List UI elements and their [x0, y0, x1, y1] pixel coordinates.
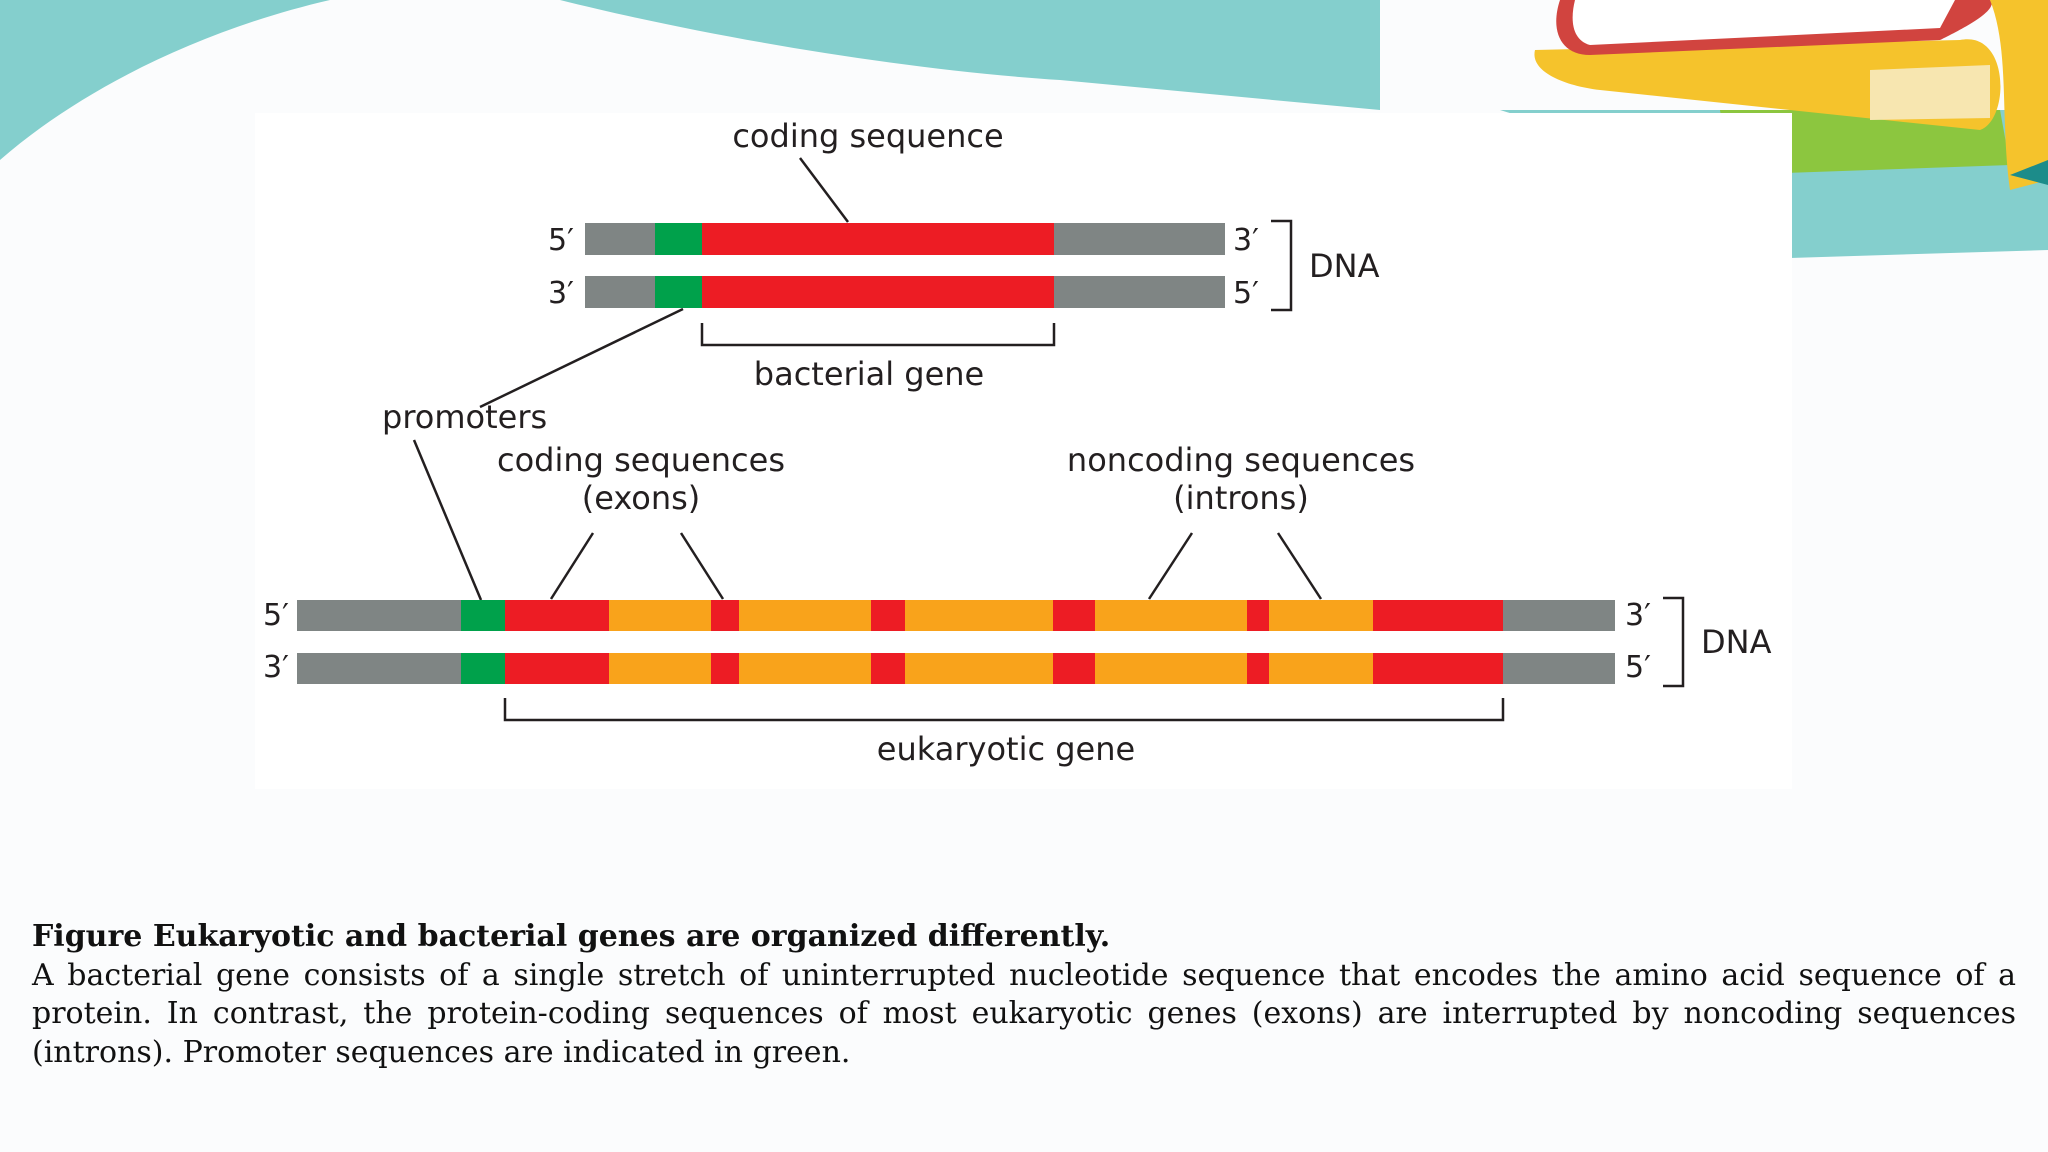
strand-segment: [585, 276, 655, 308]
coding-segment: [711, 600, 739, 631]
figure-caption: Figure Eukaryotic and bacterial genes ar…: [32, 918, 2016, 1072]
bacterial-dna-strand-bottom: [585, 276, 1225, 308]
bacterial-5prime-top: 5′: [548, 223, 574, 258]
intron-segment: [1269, 653, 1373, 684]
eukaryotic-5prime-top: 5′: [263, 598, 289, 633]
eukaryotic-dna-label: DNA: [1701, 623, 1772, 661]
exons-label-line2: (exons): [582, 479, 701, 517]
coding-segment: [871, 653, 905, 684]
coding-segment: [1247, 653, 1269, 684]
promoter-leader-to-eukaryotic: [412, 439, 483, 601]
coding-segment: [1053, 653, 1095, 684]
strand-segment: [297, 653, 461, 684]
caption-title: Figure Eukaryotic and bacterial genes ar…: [32, 919, 1111, 954]
intron-segment: [905, 653, 1053, 684]
coding-sequence-leader-line: [799, 157, 849, 223]
strand-segment: [1054, 276, 1225, 308]
coding-segment: [1373, 653, 1503, 684]
bacterial-5prime-bottom-right: 5′: [1233, 276, 1259, 311]
intron-segment: [739, 600, 871, 631]
diagram-canvas: coding sequence 5′ 3′ 3′ 5′ DNA bacteria…: [263, 117, 1772, 768]
bacterial-3prime-top-right: 3′: [1233, 223, 1259, 258]
eukaryotic-gene-bracket: [503, 698, 1505, 722]
introns-label-line2: (introns): [1173, 479, 1309, 517]
intron-leader-1: [1147, 532, 1194, 600]
introns-label-line1: noncoding sequences: [1067, 441, 1415, 479]
gene-organization-diagram: coding sequence 5′ 3′ 3′ 5′ DNA bacteria…: [255, 113, 1792, 789]
eukaryotic-dna-strand-top: [297, 600, 1615, 631]
intron-segment: [1269, 600, 1373, 631]
coding-segment: [1247, 600, 1269, 631]
teal-wave-left: [0, 0, 330, 160]
intron-segment: [1095, 600, 1247, 631]
promoter-leader-to-bacterial: [479, 307, 684, 409]
bacterial-dna-bracket: [1271, 219, 1293, 312]
promoters-label: promoters: [382, 398, 547, 436]
coding-segment: [1373, 600, 1503, 631]
bacterial-3prime-bottom-left: 3′: [548, 276, 574, 311]
intron-segment: [609, 600, 711, 631]
eukaryotic-5prime-bottom-right: 5′: [1625, 650, 1651, 685]
promoter-segment: [655, 276, 702, 308]
coding-segment: [702, 276, 1054, 308]
strand-segment: [1503, 653, 1615, 684]
eukaryotic-dna-strand-bottom: [297, 653, 1615, 684]
book-stack-icon: [1534, 0, 2048, 190]
eukaryotic-dna-bracket: [1663, 596, 1685, 688]
intron-segment: [739, 653, 871, 684]
coding-segment: [505, 600, 609, 631]
strand-segment: [1054, 223, 1225, 255]
coding-segment: [711, 653, 739, 684]
exon-leader-2: [679, 532, 725, 600]
intron-segment: [905, 600, 1053, 631]
strand-segment: [1503, 600, 1615, 631]
eukaryotic-gene-label: eukaryotic gene: [877, 730, 1135, 768]
coding-segment: [702, 223, 1054, 255]
bacterial-dna-label: DNA: [1309, 247, 1380, 285]
promoter-segment: [655, 223, 702, 255]
coding-segment: [871, 600, 905, 631]
intron-segment: [609, 653, 711, 684]
coding-sequence-label: coding sequence: [732, 117, 1003, 155]
coding-segment: [1053, 600, 1095, 631]
bacterial-gene-label: bacterial gene: [754, 355, 984, 393]
exon-leader-1: [549, 532, 595, 600]
coding-segment: [505, 653, 609, 684]
eukaryotic-3prime-bottom-left: 3′: [263, 650, 289, 685]
strand-segment: [297, 600, 461, 631]
promoter-segment: [461, 600, 505, 631]
bacterial-gene-bracket: [700, 323, 1056, 347]
eukaryotic-3prime-top-right: 3′: [1625, 598, 1651, 633]
teal-wave-shape: [0, 0, 1380, 110]
intron-leader-2: [1276, 532, 1323, 600]
intron-segment: [1095, 653, 1247, 684]
exons-label-line1: coding sequences: [497, 441, 785, 479]
promoter-segment: [461, 653, 505, 684]
caption-body: A bacterial gene consists of a single st…: [32, 957, 2016, 1070]
strand-segment: [585, 223, 655, 255]
bacterial-dna-strand-top: [585, 223, 1225, 255]
